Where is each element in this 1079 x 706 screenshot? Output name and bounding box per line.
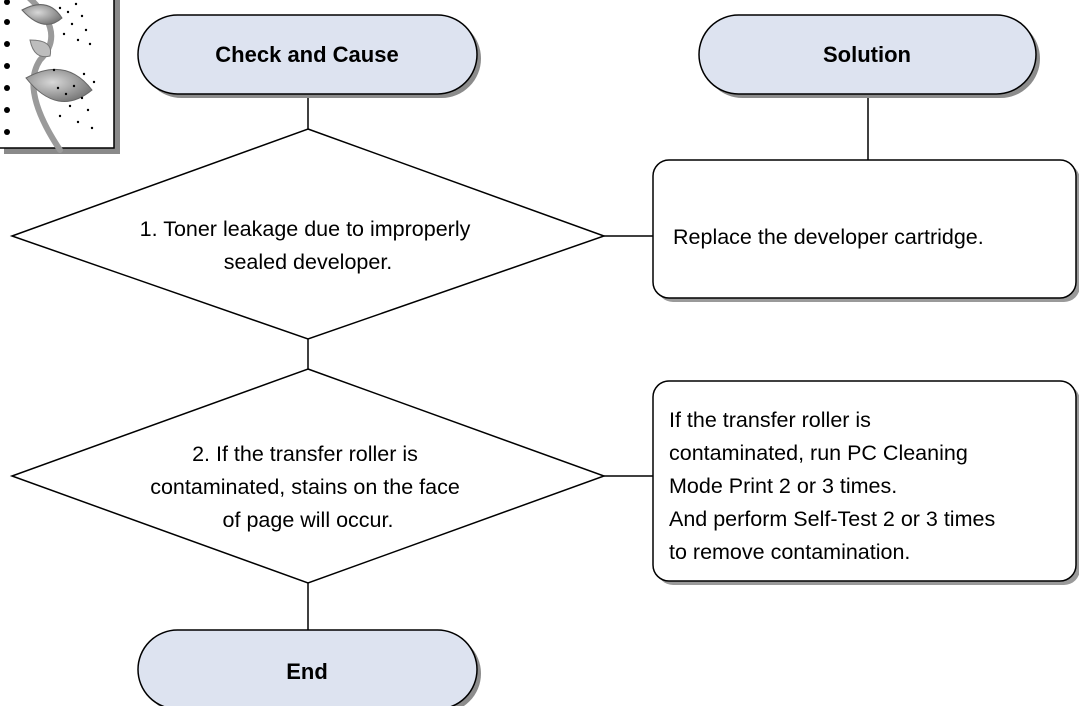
- solution-2-text-line: Mode Print 2 or 3 times.: [669, 474, 897, 498]
- svg-text:Replace the developer cartridg: Replace the developer cartridge.: [673, 225, 984, 249]
- decision-1-text-line: 1. Toner leakage due to improperly: [140, 217, 471, 241]
- solution-2-text-line: If the transfer roller is: [669, 408, 871, 432]
- solution-1-text-line: Replace the developer cartridge.: [673, 225, 984, 249]
- decision-1-diamond: 1. Toner leakage due to improperly seale…: [9, 128, 607, 340]
- solution-1-box: Replace the developer cartridge.: [652, 159, 1079, 302]
- solution-terminal: Solution: [698, 14, 1040, 98]
- end-terminal: End: [137, 629, 481, 706]
- solution-2-text-line: contaminated, run PC Cleaning: [669, 441, 968, 465]
- decision-2-text-line: 2. If the transfer roller is: [192, 442, 418, 466]
- solution-label: Solution: [823, 42, 911, 67]
- connector-lines: [307, 95, 869, 630]
- check-and-cause-label: Check and Cause: [215, 42, 398, 67]
- solution-2-box: If the transfer roller is contaminated, …: [652, 380, 1079, 585]
- solution-2-text-line: to remove contamination.: [669, 540, 910, 564]
- decision-1-text-line: sealed developer.: [224, 250, 393, 274]
- decision-2-diamond: 2. If the transfer roller is contaminate…: [9, 368, 607, 584]
- printed-page-with-leaf-icon: [0, 0, 120, 154]
- decision-2-text-line: of page will occur.: [223, 508, 394, 532]
- decision-2-text-line: contaminated, stains on the face: [150, 475, 460, 499]
- svg-text:If the transfer roller is: If the transfer roller is contaminated, …: [669, 408, 1001, 564]
- svg-text:1. Toner leakage due to improp: 1. Toner leakage due to improperly seale…: [140, 217, 477, 274]
- check-and-cause-terminal: Check and Cause: [137, 14, 481, 98]
- svg-text:2. If the transfer roller is: 2. If the transfer roller is contaminate…: [150, 442, 466, 532]
- solution-2-text-line: And perform Self-Test 2 or 3 times: [669, 507, 995, 531]
- end-label: End: [286, 659, 328, 684]
